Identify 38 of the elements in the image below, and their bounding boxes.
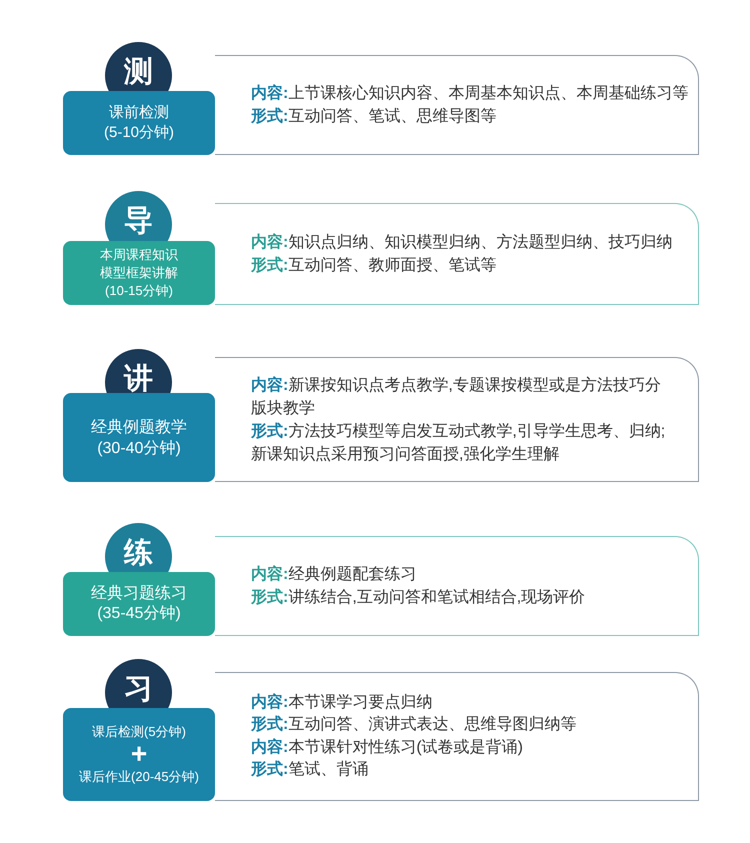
step-character: 习 — [123, 673, 154, 705]
stage-box — [63, 241, 215, 305]
stage-title: 经典例题教学 — [91, 418, 187, 438]
description-text: 内容:知识点归纳、知识模型归纳、方法题型归纳、技巧归纳 — [251, 232, 674, 253]
stage-title: 经典习题练习 — [91, 584, 187, 604]
stage-box — [63, 91, 215, 155]
description-text: 内容:本节课学习要点归纳 — [251, 692, 434, 712]
stage-title: 课后检测(5分钟) — [92, 722, 186, 741]
duration-text: (35-45分钟) — [97, 604, 181, 624]
stage-box — [63, 708, 215, 801]
stage-box — [63, 572, 215, 636]
description-text: 内容:本节课针对性练习(试卷或是背诵) — [251, 737, 524, 758]
duration-text: (10-15分钟) — [105, 282, 173, 300]
plus-sign: + — [130, 743, 148, 766]
description-text: 形式:讲练结合,互动问答和笔试相结合,现场评价 — [251, 588, 586, 608]
description-panel — [215, 536, 699, 636]
duration-text: (30-40分钟) — [97, 438, 181, 458]
step-character: 测 — [122, 56, 154, 88]
description-text: 内容:上节课核心知识内容、本周基本知识点、本周基础练习等 — [251, 83, 690, 104]
step-character: 讲 — [122, 363, 154, 395]
description-panel — [215, 203, 699, 305]
step-character: 练 — [122, 537, 154, 569]
description-panel — [215, 55, 699, 155]
stage-title: 课前检测 — [109, 103, 169, 123]
description-text: 形式:互动问答、笔试、思维导图等 — [251, 106, 498, 127]
description-text: 形式:方法技巧模型等启发互动式教学,引导学生思考、归纳;新课知识点采用预习问答面授,强化学生理解 — [251, 422, 666, 464]
description-text: 形式:互动问答、演讲式表达、思维导图归纳等 — [251, 714, 578, 735]
description-panel — [215, 672, 699, 801]
description-panel — [215, 357, 699, 482]
description-text: 内容:新课按知识点考点教学,专题课按模型或是方法技巧分版块教学 — [251, 375, 662, 418]
stage-box — [63, 393, 215, 482]
description-text: 形式:笔试、背诵 — [251, 760, 370, 780]
description-text: 内容:经典例题配套练习 — [251, 564, 418, 585]
description-text: 形式:互动问答、教师面授、笔试等 — [251, 256, 498, 276]
stage-title: 课后作业(20-45分钟) — [79, 768, 199, 786]
stage-title: 本周课程知识模型框架讲解 — [99, 246, 179, 282]
duration-text: (5-10分钟) — [104, 123, 174, 143]
step-character: 导 — [123, 205, 154, 237]
